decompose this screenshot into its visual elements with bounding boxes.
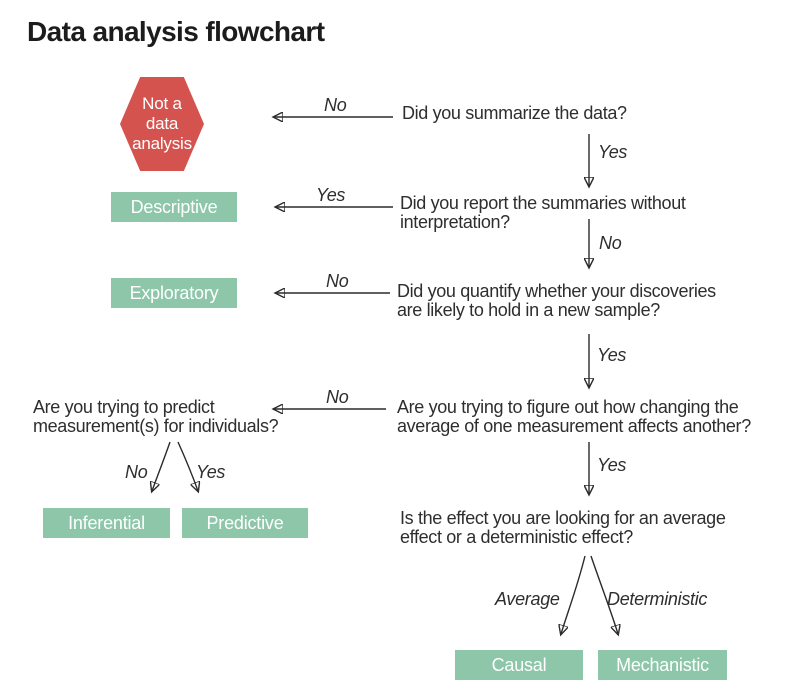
terminal-causal: Causal [455,650,583,680]
page-title: Data analysis flowchart [27,16,325,47]
arrow-effect-average [561,555,586,634]
arrow-effect-deterministic [590,555,618,634]
label-effect-average: Average [495,589,560,609]
question-quantify: Did you quantify whether your discoverie… [397,281,716,320]
terminal-causal-label: Causal [491,654,547,675]
not-a-data-analysis-label: Not a data analysis [132,94,192,153]
terminal-predictive: Predictive [182,508,308,538]
terminal-inferential: Inferential [43,508,170,538]
label-predict-no: No [125,462,148,482]
label-quantify-yes: Yes [597,345,627,365]
label-report-no: No [599,233,622,253]
terminal-mechanistic: Mechanistic [598,650,727,680]
terminal-mechanistic-label: Mechanistic [616,654,709,675]
arrow-predict-no [152,441,171,491]
label-summarize-no: No [324,95,347,115]
arrow-predict-yes [177,441,198,491]
label-quantify-no: No [326,271,349,291]
terminal-predictive-label: Predictive [206,512,284,533]
terminal-exploratory-label: Exploratory [129,282,219,303]
label-summarize-yes: Yes [598,142,628,162]
question-effect-type: Is the effect you are looking for an ave… [400,508,726,547]
terminal-descriptive-label: Descriptive [130,196,218,217]
terminal-inferential-label: Inferential [68,512,145,533]
question-average-change: Are you trying to figure out how changin… [397,397,751,436]
label-average-change-yes: Yes [597,455,627,475]
terminal-exploratory: Exploratory [111,278,237,308]
label-predict-yes: Yes [196,462,226,482]
question-predict: Are you trying to predict measurement(s)… [33,397,279,436]
question-report: Did you report the summaries without int… [400,193,686,232]
label-report-yes: Yes [316,185,346,205]
question-summarize: Did you summarize the data? [402,103,627,123]
label-average-change-no: No [326,387,349,407]
label-effect-deterministic: Deterministic [607,589,708,609]
not-a-data-analysis-node: Not a data analysis [120,77,204,171]
terminal-descriptive: Descriptive [111,192,237,222]
